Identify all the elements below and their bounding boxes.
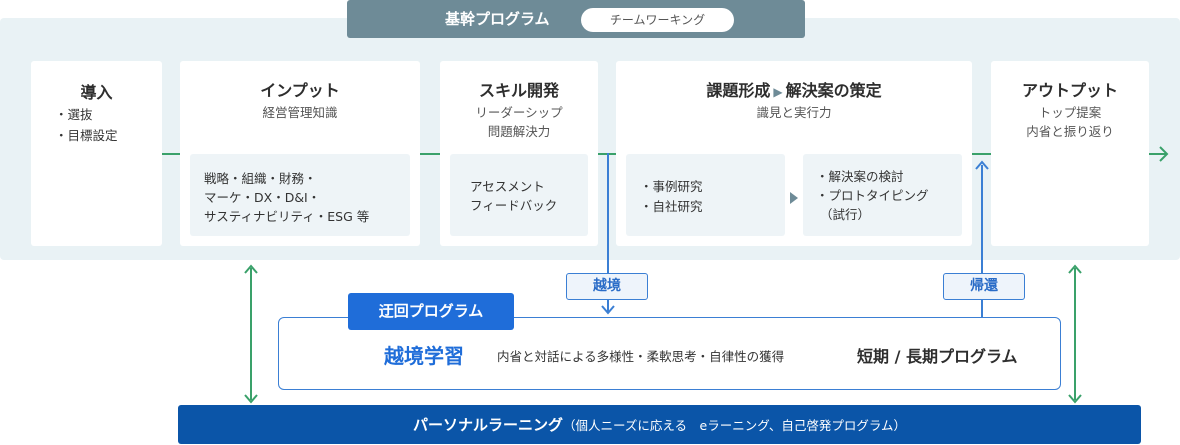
input-detail-line2: マーケ・DX・D&I・ [204,190,321,205]
issue-left-line2: ・自社研究 [640,199,703,214]
personal-link-left [250,268,252,400]
input-subtitle: 経営管理知識 [262,105,338,120]
connector-output-end [1149,153,1167,155]
core-program-title: 基幹プログラム [445,10,550,28]
issue-subtitle: 識見と実行力 [756,105,832,120]
detour-program-label: 迂回プログラム [348,293,514,330]
skill-subtitle-1: リーダーシップ [475,105,563,120]
skill-subtitle-2: 問題解決力 [487,124,551,139]
arrow-up-icon [975,160,989,170]
issue-title-b: 解決案の策定 [785,81,882,100]
input-title: インプット [260,81,340,100]
skill-title: スキル開発 [478,81,559,100]
intro-item-goal: ・目標設定 [55,128,118,143]
intro-item-selection: ・選抜 [55,107,93,122]
arrow-down-icon [601,305,615,315]
skill-detail-line2: フィードバック [470,198,558,213]
triangle-right-icon [790,192,798,204]
detour-duration: 短期 / 長期プログラム [857,347,1018,366]
issue-right-line3: （試行） [820,207,871,222]
intro-title: 導入 [80,83,113,102]
personal-learning-title: パーソナルラーニング [413,416,564,434]
intro-card [31,61,162,246]
arrow-up-icon [1068,264,1082,274]
issue-left-line1: ・事例研究 [640,179,703,194]
issue-title: 課題形成▶解決案の策定 [616,77,972,101]
personal-learning-bar: パーソナルラーニング（個人ニーズに応える eラーニング、自己啓発プログラム） [178,405,1141,444]
arrow-down-icon [244,394,258,404]
personal-learning-subtitle: （個人ニーズに応える eラーニング、自己啓発プログラム） [563,418,906,433]
input-detail-box [190,154,410,236]
return-line [981,165,983,317]
connector-input-skill [420,153,440,155]
teamworking-pill: チームワーキング [581,8,734,32]
skill-detail-box [450,154,588,236]
issue-right-box [803,154,962,236]
personal-link-right [1074,268,1076,400]
arrow-down-icon [1068,394,1082,404]
detour-main-title: 越境学習 [384,344,464,368]
triangle-right-icon: ▶ [773,85,783,99]
return-tag: 帰還 [943,273,1025,300]
connector-issue-output [972,153,991,155]
input-detail-line1: 戦略・組織・財務・ [204,171,317,186]
detour-description: 内省と対話による多様性・柔軟思考・自律性の獲得 [497,349,785,364]
cross-line [607,153,609,313]
issue-left-box [626,154,785,236]
issue-right-line2: ・プロトタイピング [816,188,929,203]
issue-title-a: 課題形成 [706,81,771,100]
arrow-right-icon [1159,146,1169,162]
input-detail-line3: サスティナビリティ・ESG 等 [204,209,370,224]
output-subtitle-1: トップ提案 [1038,105,1102,120]
issue-right-line1: ・解決案の検討 [816,169,904,184]
output-subtitle-2: 内省と振り返り [1026,124,1114,139]
output-title: アウトプット [1021,81,1118,100]
connector-intro-input [162,153,180,155]
output-card [991,61,1149,246]
skill-detail-line1: アセスメント [470,179,545,194]
arrow-up-icon [244,264,258,274]
core-program-header [347,0,805,38]
cross-tag: 越境 [566,273,648,300]
